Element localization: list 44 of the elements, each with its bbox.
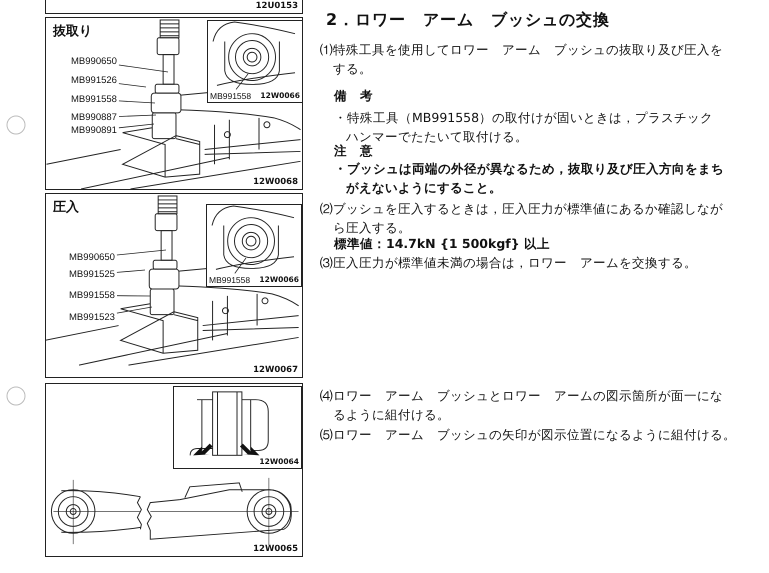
figure-number: 12W0067	[253, 365, 298, 375]
instruction-text: ⑴特殊工具を使用してロワー アーム ブッシュの抜取り及び圧入をする。	[320, 41, 724, 78]
caution-text: ・ブッシュは両端の外径が異なるため，抜取り及び圧入方向をまちがえないようにすること。	[334, 160, 725, 197]
part-number: MB990891	[71, 125, 117, 136]
caution-heading: 注 意	[334, 142, 374, 160]
leader-line	[234, 258, 246, 274]
panel-heading: 抜取り	[53, 23, 92, 40]
figure-panel	[45, 383, 303, 557]
part-number: MB990887	[71, 112, 117, 123]
instruction-text: ⑶圧入圧力が標準値未満の場合は，ロワー アームを交換する。	[320, 254, 698, 272]
part-number: MB991558	[69, 290, 115, 301]
section-title: 2．ロワー アーム ブッシュの交換	[326, 10, 610, 29]
note-text: ・特殊工具（MB991558）の取付けが固いときは，プラスチックハンマーでたたいて取付ける。	[334, 109, 714, 144]
figure-number: 12W0068	[253, 177, 298, 187]
figure-number: 12U0153	[256, 1, 298, 11]
part-number: MB991526	[71, 75, 117, 86]
leader-line	[118, 83, 146, 88]
part-number: MB991558	[210, 91, 252, 102]
part-number: MB991525	[69, 269, 115, 280]
instruction-text: ⑸ロワー アーム ブッシュの矢印が図示位置になるように組付ける。	[320, 426, 737, 444]
figure-number: 12W0065	[253, 544, 298, 554]
figure-panel	[45, 0, 303, 14]
leader-line	[236, 74, 248, 90]
leader-line	[116, 250, 166, 256]
part-number: MB990650	[69, 252, 115, 263]
instruction-text: ⑷ロワー アーム ブッシュとロワー アームの図示箇所が面一になるように組付ける。	[320, 387, 724, 424]
standard-value: 標準値：14.7kN {1 500kgf} 以上	[334, 235, 551, 253]
leader-line	[116, 270, 146, 273]
inset-panel	[207, 20, 303, 103]
instruction-text: ⑵ブッシュを圧入するときは，圧入圧力が標準値にあるか確認しながら圧入する。	[320, 200, 724, 237]
inset-panel	[206, 204, 302, 287]
inset-panel	[173, 386, 302, 469]
note-heading: 備 考	[334, 87, 374, 105]
leader-line	[116, 306, 152, 314]
part-number: MB991523	[69, 312, 115, 323]
panel-heading: 圧入	[53, 198, 79, 216]
leader-line	[118, 100, 156, 104]
leader-line	[118, 114, 156, 117]
leader-line	[116, 295, 150, 296]
part-number: MB991558	[209, 275, 250, 286]
leader-line	[118, 64, 168, 72]
leader-line	[118, 124, 154, 128]
part-number: MB991558	[71, 94, 117, 105]
part-number: MB990650	[71, 56, 117, 67]
